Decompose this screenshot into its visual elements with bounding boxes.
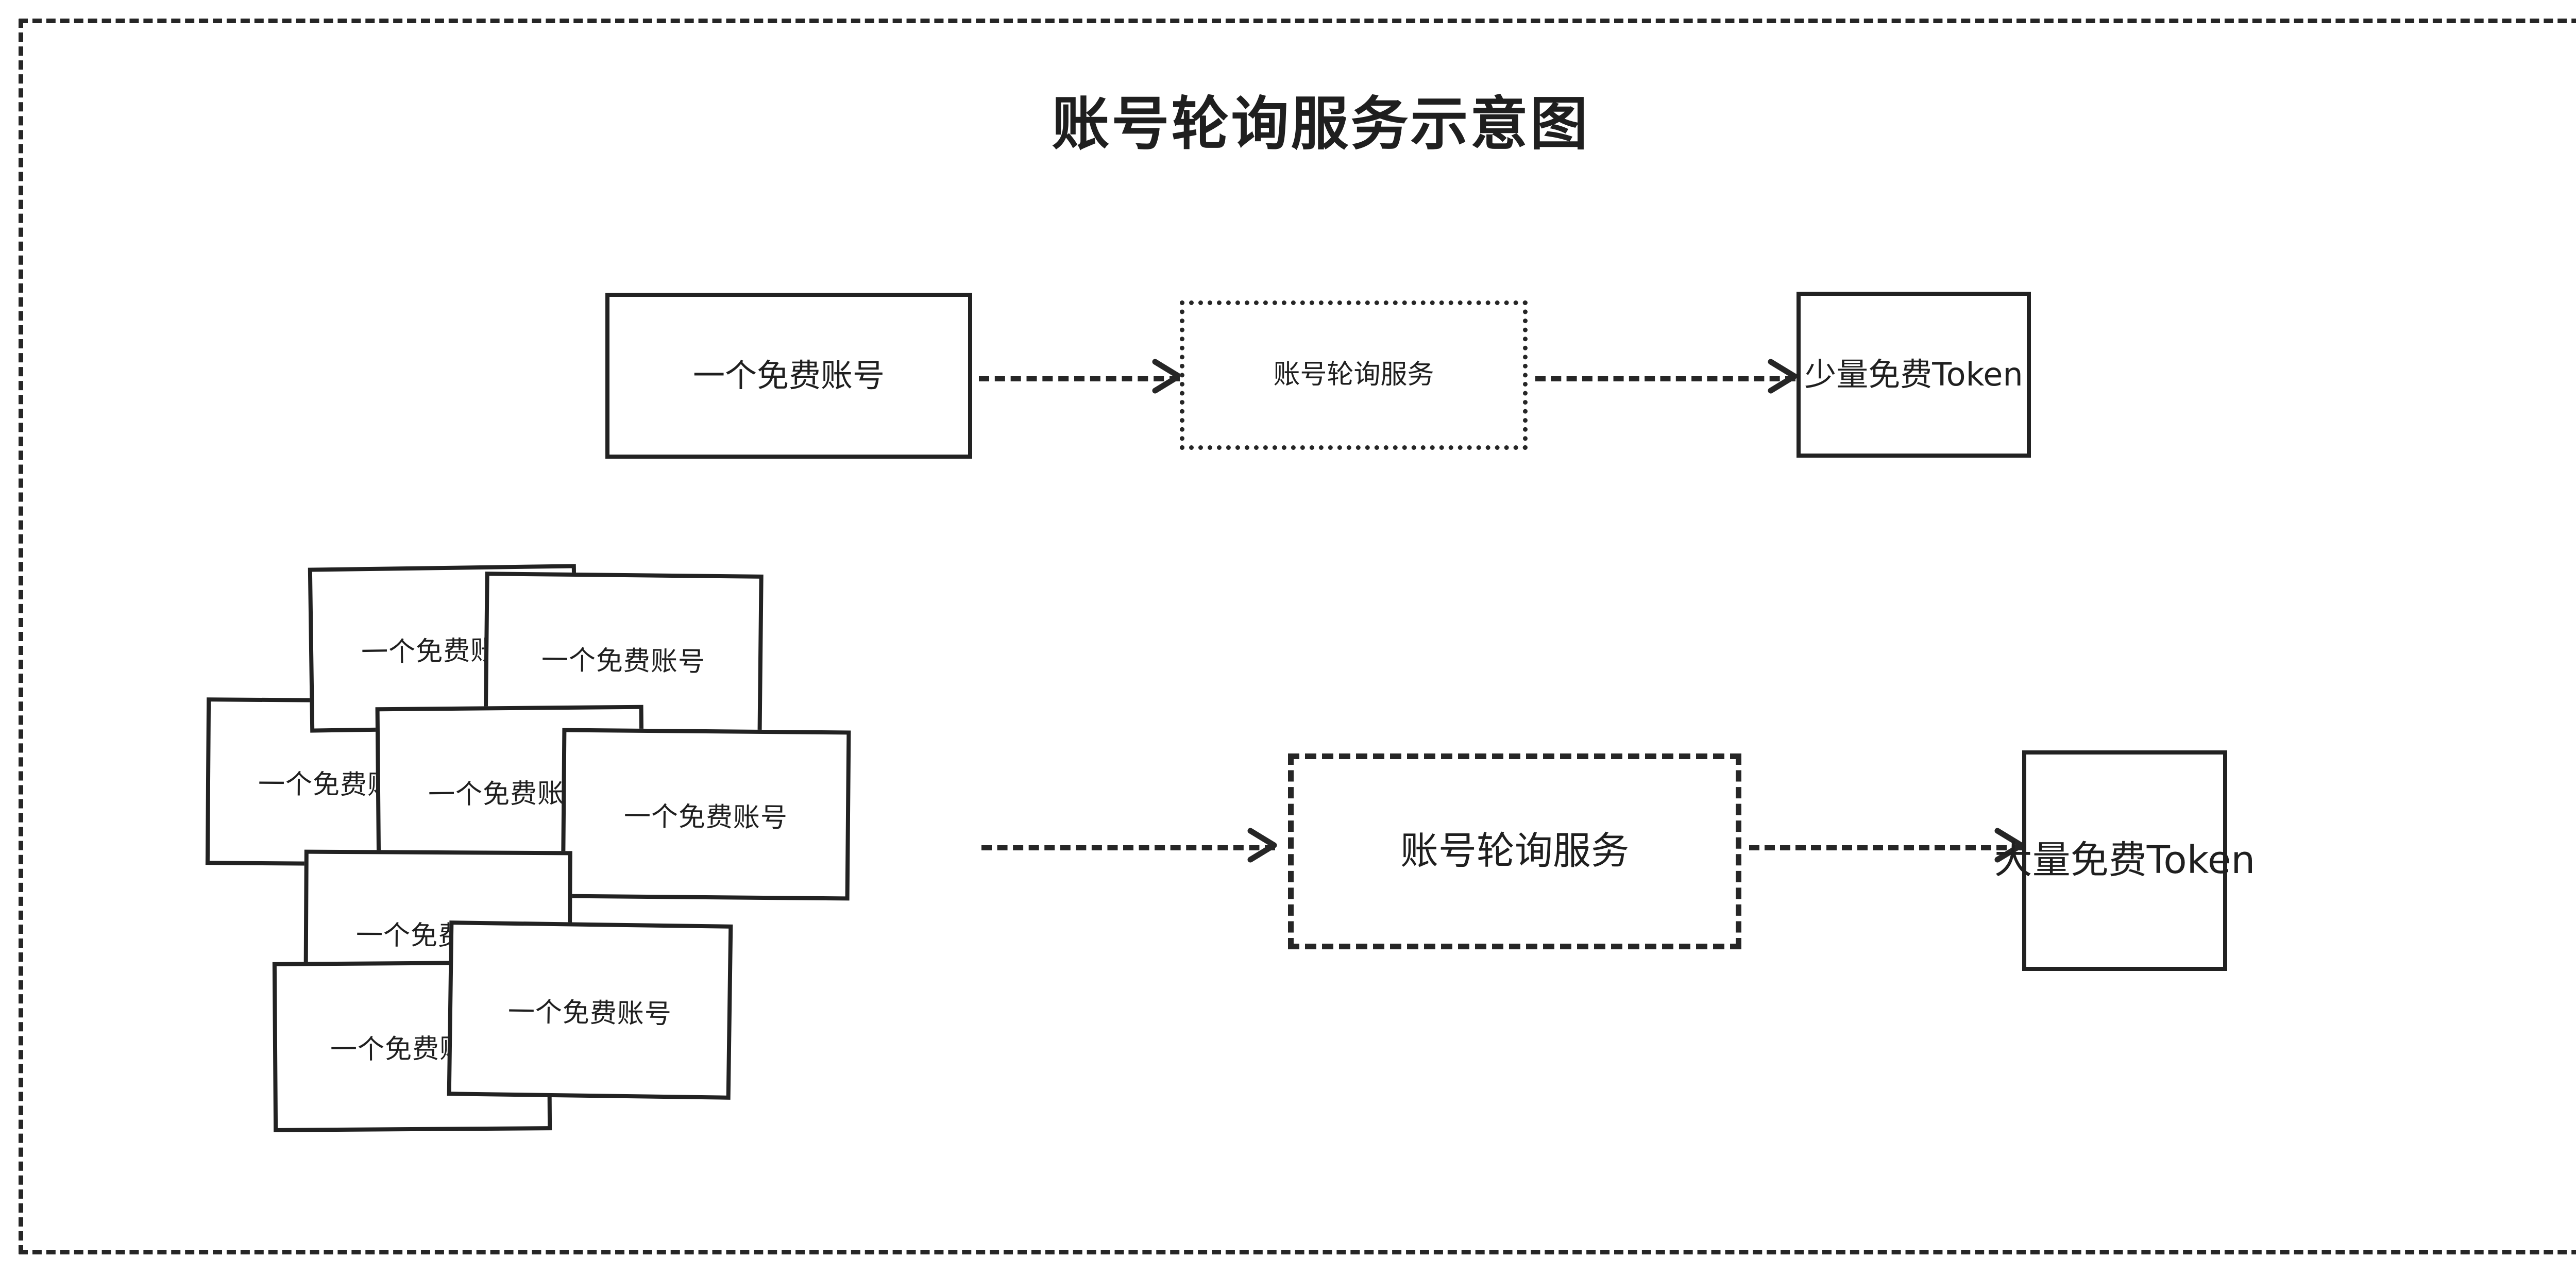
account-card-label: 一个免费账号 <box>541 644 706 678</box>
account-card[interactable]: 一个免费账号 <box>447 920 733 1100</box>
arrow-head-icon <box>1994 828 2025 863</box>
node-label: 账号轮询服务 <box>1273 359 1434 391</box>
arrow-head-icon <box>1152 359 1183 394</box>
node-polling-service-bottom[interactable]: 账号轮询服务 <box>1288 753 1741 949</box>
node-label: 少量免费Token <box>1804 356 2023 394</box>
page-title: 账号轮询服务示意图 <box>1052 91 1590 158</box>
arrow-shaft <box>979 376 1180 381</box>
account-card-label: 一个免费账号 <box>507 996 672 1030</box>
arrow-shaft <box>981 845 1275 850</box>
arrow-shaft <box>1749 845 2022 850</box>
arrow-shaft <box>1535 376 1795 381</box>
account-card-label: 一个免费账号 <box>623 801 788 833</box>
node-single-free-account[interactable]: 一个免费账号 <box>605 293 972 459</box>
node-small-free-token[interactable]: 少量免费Token <box>1797 292 2031 458</box>
node-label: 大量免费Token <box>1994 838 2256 883</box>
arrow-head-icon <box>1768 359 1799 394</box>
node-large-free-token[interactable]: 大量免费Token <box>1994 750 2255 971</box>
node-label: 账号轮询服务 <box>1400 829 1629 874</box>
account-card-stack: 一个免费账号一个免费账号一个免费账号一个免费账号一个免费账号一个免费账号一个免费… <box>205 562 938 1139</box>
account-card[interactable]: 一个免费账号 <box>561 728 851 901</box>
arrow-head-icon <box>1247 828 1278 863</box>
node-polling-service-top[interactable]: 账号轮询服务 <box>1180 300 1528 450</box>
node-label: 一个免费账号 <box>692 357 885 395</box>
